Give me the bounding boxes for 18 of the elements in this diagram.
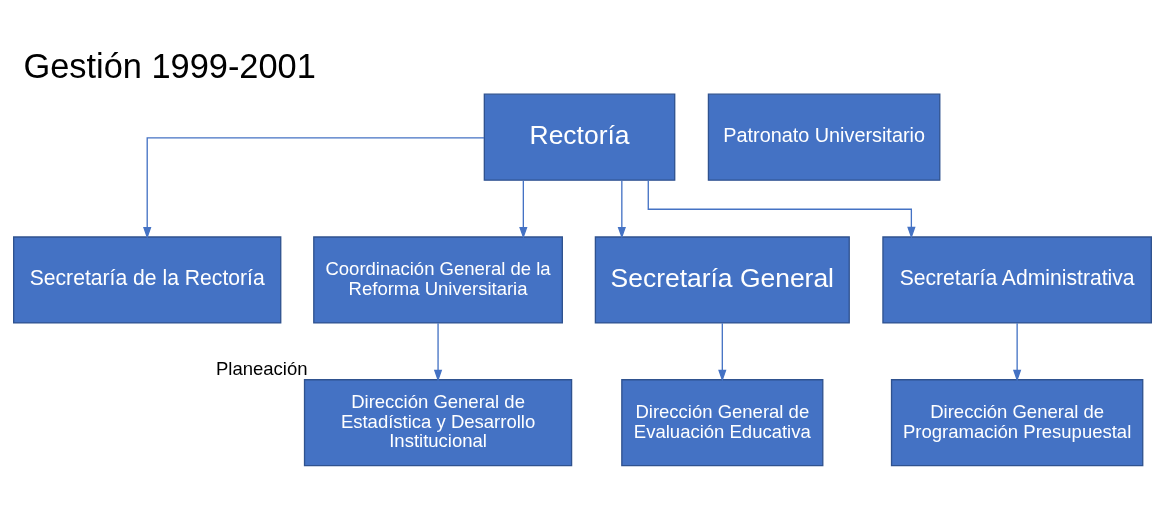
- arrow: [519, 179, 528, 239]
- node-label: Planeación: [215, 357, 308, 379]
- node-box: Secretaría Administrativa: [882, 235, 1152, 324]
- node-box: Patronato Universitario: [707, 93, 941, 181]
- node-box: Dirección General de Programación Presupuestal: [890, 378, 1144, 466]
- arrow: [647, 179, 916, 239]
- arrow: [143, 136, 485, 239]
- diagram-title: Gestión 1999-2001: [23, 46, 316, 85]
- node-box: Dirección General de Evaluación Educativa: [621, 378, 824, 466]
- arrow: [433, 322, 443, 382]
- arrow: [617, 179, 626, 239]
- node-box: Coordinación General de la Reforma Universitaria: [313, 235, 563, 324]
- arrow: [1012, 322, 1022, 382]
- node-box: Dirección General de Estadística y Desarrollo Institucional: [303, 378, 573, 466]
- node-box: Secretaría General: [594, 235, 850, 324]
- node-box: Secretaría de la Rectoría: [13, 235, 282, 324]
- arrow: [718, 322, 727, 382]
- node-box: Rectoría: [483, 93, 676, 181]
